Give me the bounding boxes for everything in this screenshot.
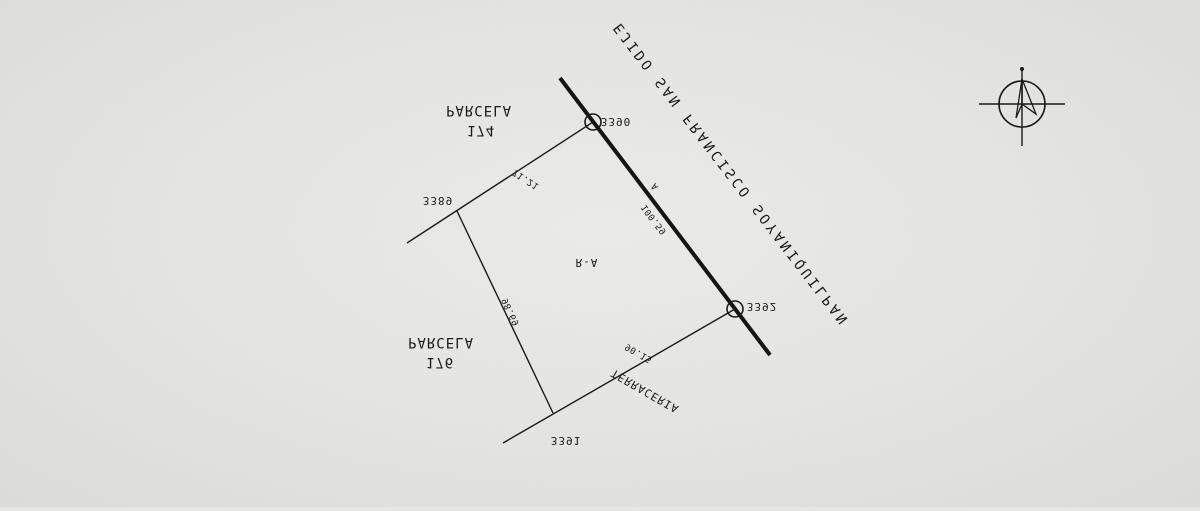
vertex-3389-label: 3389 [423, 194, 454, 207]
south-boundary-line [502, 308, 736, 444]
vertex-3391-label: 3391 [551, 434, 582, 447]
parcel-center-label: R-A [576, 256, 599, 269]
north-boundary-line [406, 121, 594, 244]
vertex-3390-label: 3390 [601, 115, 632, 128]
parcel-174-title: PARCELA [446, 102, 512, 118]
road-mark-label: A [650, 181, 662, 192]
road-boundary-line [558, 76, 772, 357]
vertex-3392-label: 3392 [747, 300, 778, 313]
compass-north-arrow-icon [979, 67, 1065, 146]
parcel-174-number: 174 [467, 122, 495, 138]
vertex-3392-marker [726, 300, 744, 318]
parcel-176-title: PARCELA [408, 334, 474, 350]
parcel-176-number: 176 [426, 354, 454, 370]
west-boundary-line [456, 210, 554, 414]
vertex-3390-marker [584, 113, 602, 131]
